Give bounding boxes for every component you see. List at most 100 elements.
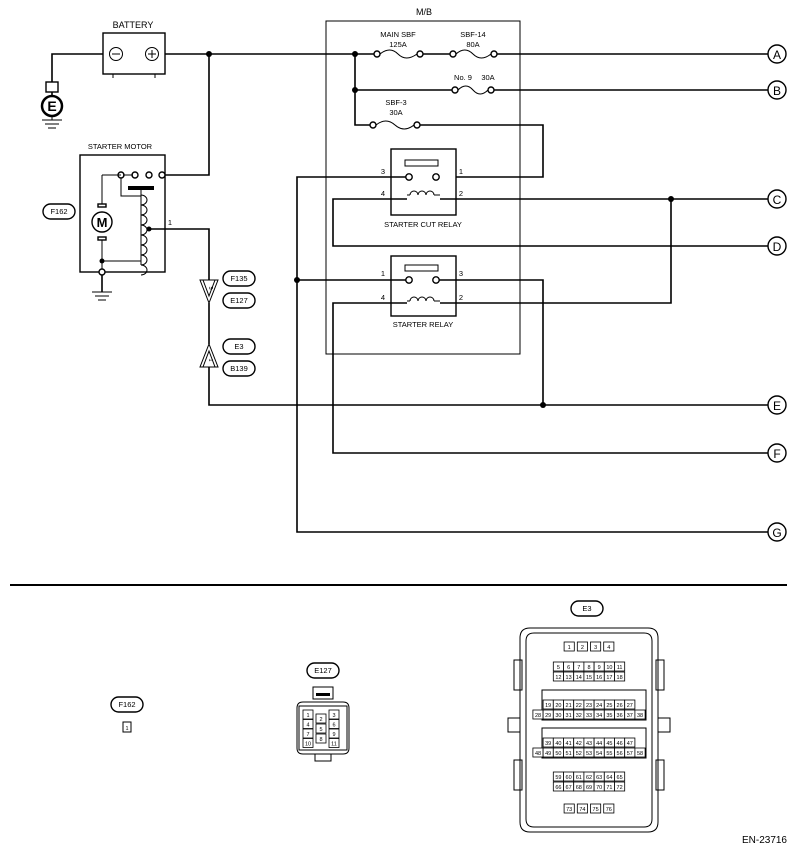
e3-pin: 14	[573, 671, 585, 682]
e3-pin: 75	[590, 803, 602, 814]
svg-text:32: 32	[576, 713, 582, 719]
svg-text:1: 1	[306, 713, 309, 719]
e3-pin: 41	[563, 737, 575, 748]
svg-text:58: 58	[637, 751, 643, 757]
svg-text:22: 22	[576, 703, 582, 709]
svg-text:9: 9	[598, 665, 601, 671]
svg-text:20: 20	[555, 703, 561, 709]
starter-motor-label: STARTER MOTOR	[88, 142, 153, 151]
e127-pin: 3	[328, 709, 340, 720]
svg-text:57: 57	[627, 751, 633, 757]
svg-text:8: 8	[587, 665, 590, 671]
e3-pin: 72	[614, 781, 626, 792]
e3-pin: 76	[603, 803, 615, 814]
svg-text:E: E	[773, 399, 781, 413]
svg-text:4: 4	[607, 645, 610, 651]
svg-text:4: 4	[306, 723, 309, 729]
e3-pin: 32	[573, 709, 585, 720]
terminal-g: G	[767, 522, 787, 542]
svg-text:1: 1	[381, 269, 385, 278]
e3-pin: 50	[552, 747, 564, 758]
e127-pin: 9	[328, 728, 340, 739]
svg-text:E: E	[47, 98, 56, 114]
e3-pin: 33	[583, 709, 595, 720]
e3-pin: 10	[603, 661, 615, 672]
svg-text:53: 53	[586, 751, 592, 757]
fuse-sbf3: SBF-3 30A	[369, 98, 421, 130]
svg-text:35: 35	[606, 713, 612, 719]
svg-text:5: 5	[557, 665, 560, 671]
e127-pin: 6	[328, 719, 340, 729]
e3-pin: 31	[563, 709, 575, 720]
e3-pin: 63	[593, 771, 605, 782]
battery-label: BATTERY	[113, 20, 154, 30]
e3-pin: 57	[624, 747, 636, 758]
svg-text:52: 52	[576, 751, 582, 757]
connector-view-f162: F162 1	[110, 696, 144, 733]
e127-pin: 8	[315, 733, 327, 744]
svg-text:14: 14	[576, 675, 582, 681]
svg-text:39: 39	[545, 741, 551, 747]
terminal-f: F	[767, 443, 787, 463]
terminal-b: B	[767, 80, 787, 100]
svg-text:70: 70	[596, 785, 602, 791]
e3-pin: 49	[542, 747, 554, 758]
svg-text:4: 4	[381, 189, 385, 198]
svg-text:42: 42	[576, 741, 582, 747]
svg-text:A: A	[773, 48, 781, 62]
svg-text:F162: F162	[118, 700, 135, 709]
svg-text:3: 3	[332, 713, 335, 719]
e3-pin: 51	[563, 747, 575, 758]
e3-pin: 2	[576, 641, 588, 652]
e3-pin: 35	[603, 709, 615, 720]
svg-text:71: 71	[606, 785, 612, 791]
e3-pin: 17	[603, 671, 615, 682]
svg-text:1: 1	[207, 358, 213, 361]
terminal-d: D	[767, 236, 787, 256]
svg-text:61: 61	[576, 775, 582, 781]
connector-e3-b139: 1	[199, 342, 219, 368]
e3-pin: 58	[634, 747, 646, 758]
e3-pin: 19	[542, 699, 554, 710]
e3-pin: 67	[563, 781, 575, 792]
e3-pin: 18	[614, 671, 626, 682]
svg-text:49: 49	[545, 751, 551, 757]
terminal-c: C	[767, 189, 787, 209]
e3-pin: 25	[603, 699, 615, 710]
svg-text:7: 7	[577, 665, 580, 671]
e3-pin: 22	[573, 699, 585, 710]
connector-f135-label: F135	[230, 274, 247, 283]
e127-pin: 5	[315, 723, 327, 734]
e3-pin: 53	[583, 747, 595, 758]
svg-text:No. 9: No. 9	[454, 73, 472, 82]
e3-pin: 13	[563, 671, 575, 682]
svg-text:15: 15	[586, 675, 592, 681]
e3-pin: 59	[552, 771, 564, 782]
e3-pin: 3	[590, 641, 602, 652]
e3-pin: 52	[573, 747, 585, 758]
e3-pin: 55	[603, 747, 615, 758]
svg-text:69: 69	[586, 785, 592, 791]
e3-pin: 28	[532, 709, 544, 720]
svg-text:54: 54	[596, 751, 602, 757]
svg-text:D: D	[773, 240, 782, 254]
e3-pin: 4	[603, 641, 615, 652]
svg-text:34: 34	[596, 713, 602, 719]
figure-id: EN-23716	[742, 835, 787, 846]
svg-text:37: 37	[627, 713, 633, 719]
svg-text:43: 43	[586, 741, 592, 747]
e3-pin: 5	[552, 661, 564, 672]
battery: BATTERY	[102, 20, 166, 78]
svg-text:65: 65	[617, 775, 623, 781]
starter-relay: STARTER RELAY 1 3 4 2	[381, 255, 463, 329]
connector-b139-label: B139	[230, 364, 248, 373]
svg-text:29: 29	[545, 713, 551, 719]
e3-pin: 74	[576, 803, 588, 814]
svg-text:72: 72	[617, 785, 623, 791]
svg-text:C: C	[773, 193, 782, 207]
svg-text:2: 2	[581, 645, 584, 651]
svg-text:59: 59	[555, 775, 561, 781]
svg-text:1: 1	[168, 218, 172, 227]
